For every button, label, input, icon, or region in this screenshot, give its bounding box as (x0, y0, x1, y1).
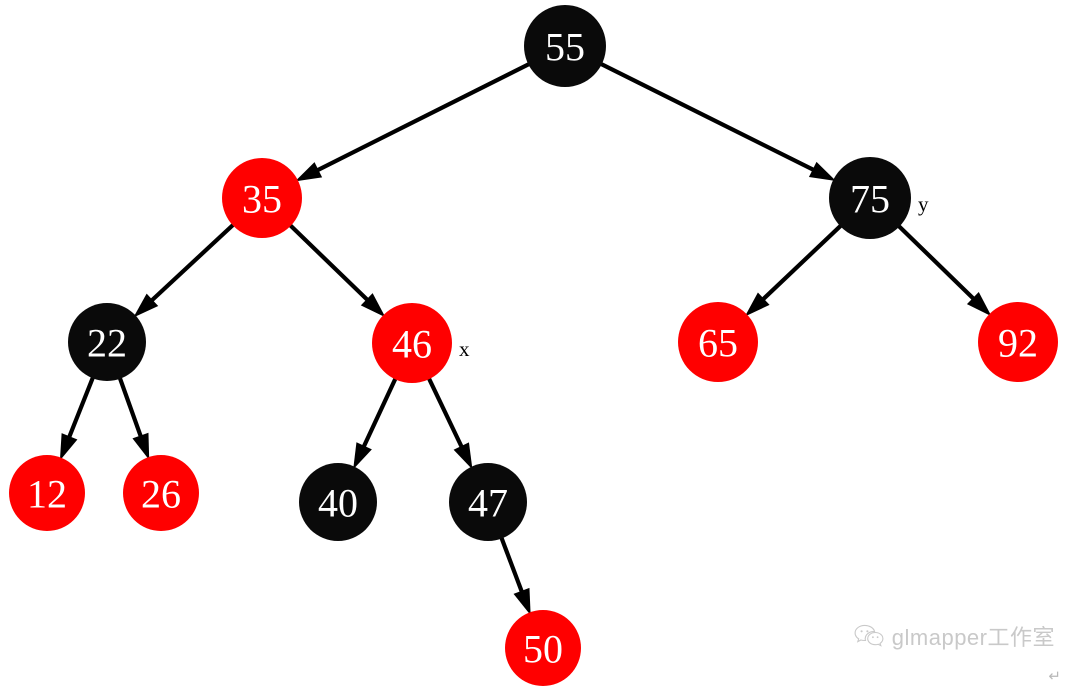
node-label-75: 75 (850, 177, 890, 222)
node-circle-47[interactable] (449, 463, 527, 541)
node-circle-65[interactable] (678, 302, 758, 382)
edge-arrowhead (353, 442, 372, 470)
tree-node-47[interactable]: 47 (449, 463, 527, 541)
tree-edge (598, 61, 836, 182)
node-label-92: 92 (998, 321, 1038, 366)
edges-layer (59, 61, 992, 616)
node-label-46: 46 (392, 322, 432, 367)
node-label-26: 26 (141, 472, 181, 517)
tree-edge (117, 376, 150, 461)
tree-edge (426, 376, 473, 470)
node-label-50: 50 (523, 627, 563, 672)
node-circle-46[interactable] (372, 303, 452, 383)
node-label-65: 65 (698, 321, 738, 366)
node-label-35: 35 (242, 177, 282, 222)
tree-node-40[interactable]: 40 (299, 463, 377, 541)
node-circle-26[interactable] (123, 455, 199, 531)
edge-arrowhead (295, 162, 323, 182)
node-circle-22[interactable] (68, 303, 146, 381)
node-annotation-y: y (918, 192, 929, 216)
node-circle-75[interactable] (829, 157, 911, 239)
edge-arrowhead (59, 433, 78, 461)
edge-arrowhead (808, 161, 836, 182)
node-label-22: 22 (87, 321, 127, 366)
edge-arrowhead (360, 293, 386, 318)
tree-edge (133, 222, 236, 318)
node-circle-55[interactable] (524, 5, 606, 87)
tree-node-46[interactable]: 46 x (372, 303, 470, 383)
node-label-40: 40 (318, 481, 358, 526)
watermark: glmapper工作室 (854, 620, 1055, 652)
tree-node-26[interactable]: 26 (123, 455, 199, 531)
tree-node-22[interactable]: 22 (68, 303, 146, 381)
paragraph-mark: ↵ (1048, 668, 1061, 685)
tree-edge (287, 222, 386, 318)
edge-arrowhead (453, 442, 473, 470)
watermark-text: glmapper工作室 (891, 625, 1055, 650)
tree-node-65[interactable]: 65 (678, 302, 758, 382)
tree-edge (295, 61, 532, 182)
tree-node-92[interactable]: 92 (978, 302, 1058, 382)
tree-node-35[interactable]: 35 (222, 158, 302, 238)
node-circle-92[interactable] (978, 302, 1058, 382)
tree-edge (744, 223, 844, 317)
wechat-icon (854, 624, 884, 647)
tree-node-55[interactable]: 55 (524, 5, 606, 87)
edge-arrowhead (133, 293, 159, 318)
tree-node-50[interactable]: 50 (505, 610, 581, 686)
node-circle-40[interactable] (299, 463, 377, 541)
tree-edge (59, 375, 96, 461)
edge-arrowhead (966, 291, 992, 317)
edge-arrowhead (744, 292, 770, 317)
edge-arrowhead (513, 587, 531, 616)
node-label-55: 55 (545, 25, 585, 70)
node-label-12: 12 (27, 472, 67, 517)
node-circle-50[interactable] (505, 610, 581, 686)
node-annotation-x: x (459, 337, 470, 361)
node-label-47: 47 (468, 481, 508, 526)
nodes-layer: 55 35 75 y 22 46 x 65 92 12 26 40 47 50 (9, 5, 1058, 686)
tree-node-75[interactable]: 75 y (829, 157, 929, 239)
tree-edge (353, 376, 398, 470)
tree-edge (499, 535, 531, 616)
edge-arrowhead (132, 432, 150, 461)
node-circle-12[interactable] (9, 455, 85, 531)
tree-node-12[interactable]: 12 (9, 455, 85, 531)
tree-edge (896, 223, 992, 317)
node-circle-35[interactable] (222, 158, 302, 238)
